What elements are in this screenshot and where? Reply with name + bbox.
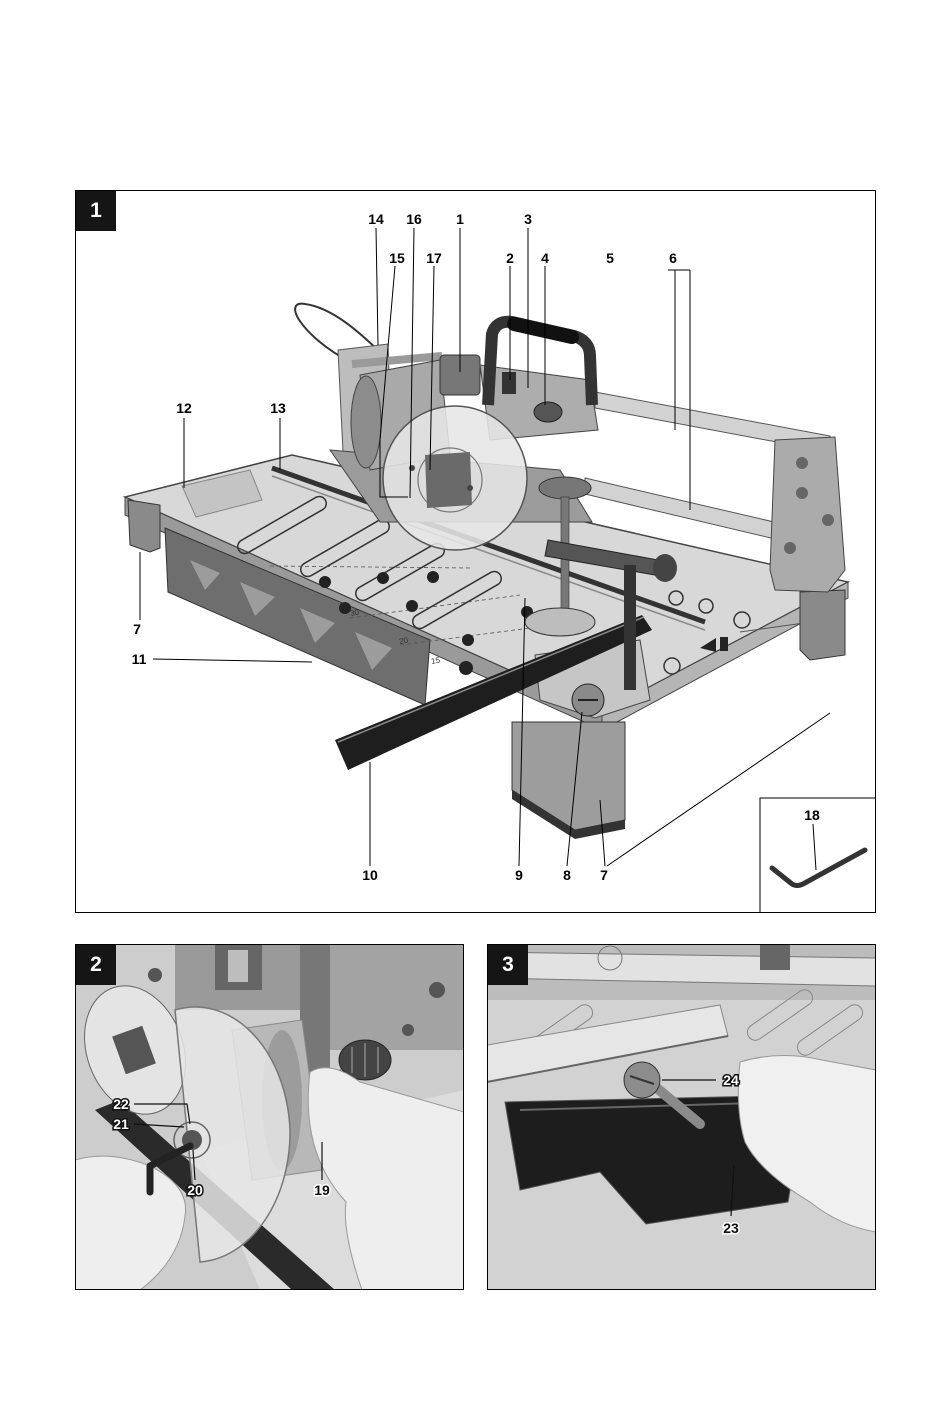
callout-23: 23 <box>723 1220 739 1236</box>
guard-screw <box>409 465 415 471</box>
leg-front <box>512 722 625 830</box>
callout-3: 3 <box>524 211 532 227</box>
callout-2: 2 <box>506 250 514 266</box>
callout-13: 13 <box>270 400 286 416</box>
callout-20: 20 <box>187 1182 203 1198</box>
machine-bolt <box>402 1024 414 1036</box>
table-hole <box>319 576 331 588</box>
callout-19: 19 <box>314 1182 330 1198</box>
figure-2-photo: 22 21 20 19 <box>75 944 464 1290</box>
callout-21: 21 <box>113 1116 129 1132</box>
direction-bar-icon <box>720 637 728 651</box>
table-hole <box>427 571 439 583</box>
figure-3-number: 3 <box>488 945 528 985</box>
clamp-top-fitting <box>539 477 591 499</box>
callout-9: 9 <box>515 867 523 883</box>
leader-11 <box>153 659 312 662</box>
callout-16: 16 <box>406 211 422 227</box>
bracket-bolt <box>784 542 796 554</box>
table-hole <box>462 634 474 646</box>
machine-bolt <box>429 982 445 998</box>
callout-18: 18 <box>804 807 820 823</box>
motor-end-cap <box>351 376 381 468</box>
figure-2-number: 2 <box>76 945 116 985</box>
callout-14: 14 <box>368 211 384 227</box>
figure-1: 1 <box>75 190 876 913</box>
machine-bolt <box>148 968 162 982</box>
depth-knob <box>534 402 562 422</box>
callout-15: 15 <box>389 250 405 266</box>
right-rail-bracket <box>770 437 845 592</box>
blade-lock-button <box>502 372 516 394</box>
table-hole <box>377 572 389 584</box>
leader-6 <box>668 270 690 510</box>
clamp-post <box>624 565 636 690</box>
bracket-bolt <box>822 514 834 526</box>
callout-12: 12 <box>176 400 192 416</box>
clamp-pressure-disc <box>525 608 595 636</box>
leg-left <box>128 500 160 552</box>
table-hole <box>459 661 473 675</box>
handle-grip <box>514 324 572 337</box>
callout-17: 17 <box>426 250 442 266</box>
callout-22: 22 <box>113 1096 129 1112</box>
callout-6: 6 <box>669 250 677 266</box>
callout-7-bottom: 7 <box>600 867 608 883</box>
inset-hex-key: 18 <box>760 798 876 913</box>
callout-5: 5 <box>606 250 614 266</box>
figure-1-number: 1 <box>76 191 116 231</box>
blade-window <box>425 452 472 508</box>
bracket-bolt <box>796 457 808 469</box>
callout-10: 10 <box>362 867 378 883</box>
figure-2: 2 <box>75 944 464 1290</box>
machine-side-block <box>330 944 464 1050</box>
table-hole <box>406 600 418 612</box>
callout-1: 1 <box>456 211 464 227</box>
callout-7-left: 7 <box>133 621 141 637</box>
guard-screw <box>467 485 473 491</box>
switch-rocker <box>228 950 248 982</box>
callout-8: 8 <box>563 867 571 883</box>
leader-14 <box>376 228 378 345</box>
callout-4: 4 <box>541 250 549 266</box>
callout-11: 11 <box>132 651 147 667</box>
figure-3-photo: 24 23 <box>487 944 876 1290</box>
callout-24: 24 <box>723 1072 739 1088</box>
leg-right <box>800 590 845 660</box>
figure-1-illustration: 30 20 15 <box>75 190 876 913</box>
figure-3: 3 24 23 <box>487 944 876 1290</box>
bracket-bolt <box>796 487 808 499</box>
rail-post <box>760 944 790 970</box>
clamp-end-knob <box>653 554 677 582</box>
